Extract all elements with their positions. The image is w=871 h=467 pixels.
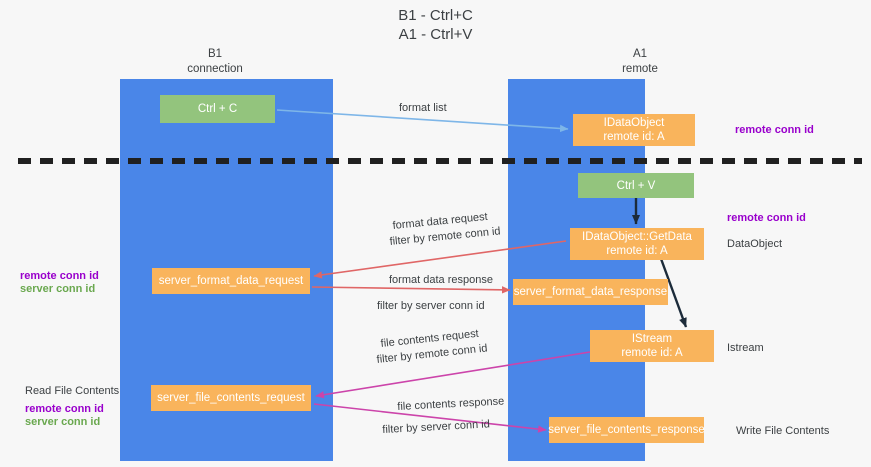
filter-by-key-2: server conn id <box>415 300 485 312</box>
node-ctrl-c-label: Ctrl + C <box>197 103 238 115</box>
node-idataobject-remote[interactable]: IDataObject remote id: A <box>573 114 695 146</box>
annotation-write-file-contents: Write File Contents <box>736 425 830 437</box>
node-server-format-data-request-label: server_format_data_request <box>158 275 304 287</box>
filter-by-prefix-3: filter by <box>376 349 416 366</box>
column-header-b1-sub: connection <box>187 63 243 75</box>
column-header-a1-sub: remote <box>622 63 658 75</box>
node-istream-line-2: remote id: A <box>621 347 683 359</box>
annotation-remote-conn-id-top: remote conn id <box>735 124 814 136</box>
filter-by-prefix-1: filter by <box>389 232 429 248</box>
page-title-line-1: B1 - Ctrl+C <box>398 7 473 24</box>
node-server-file-contents-response[interactable]: server_file_contents_response <box>548 417 705 443</box>
filter-by-key-4: server conn id <box>420 418 491 434</box>
node-ctrl-v[interactable]: Ctrl + V <box>578 173 694 198</box>
column-header-a1-name: A1 <box>632 48 648 60</box>
annotation-dataobject: DataObject <box>727 238 783 250</box>
annotation-istream: Istream <box>727 342 764 354</box>
edge-label-format-list: format list <box>399 102 447 114</box>
filter-by-prefix-4: filter by <box>382 421 422 436</box>
node-istream[interactable]: IStream remote id: A <box>590 330 714 362</box>
node-server-file-contents-request[interactable]: server_file_contents_request <box>151 385 311 411</box>
node-server-format-data-response-label: server_format_data_response <box>513 286 668 298</box>
annotation-server-conn-id-left-bottom: server conn id <box>25 416 101 428</box>
node-ctrl-c[interactable]: Ctrl + C <box>160 95 275 123</box>
node-getdata-line-1: IDataObject::GetData <box>582 231 692 243</box>
column-header-b1: B1 connection <box>145 47 285 77</box>
node-istream-line-1: IStream <box>631 333 673 345</box>
edge-label-filter-by-server-conn-id-4: filter by server conn id <box>382 417 490 437</box>
node-server-format-data-response[interactable]: server_format_data_response <box>513 279 668 305</box>
column-header-a1: A1 remote <box>570 47 710 77</box>
edge-label-file-contents-response: file contents response <box>397 395 505 413</box>
node-server-file-contents-request-label: server_file_contents_request <box>157 392 305 404</box>
page-title-line-2: A1 - Ctrl+V <box>398 26 473 43</box>
edge-label-filter-by-server-conn-id-2: filter by server conn id <box>377 299 485 313</box>
annotation-server-conn-id-left-mid: server conn id <box>20 283 96 295</box>
page-title: B1 - Ctrl+C A1 - Ctrl+V <box>0 6 871 44</box>
node-idataobject-getdata[interactable]: IDataObject::GetData remote id: A <box>570 228 704 260</box>
annotation-read-file-contents: Read File Contents <box>25 385 120 397</box>
node-ctrl-v-label: Ctrl + V <box>616 179 656 192</box>
annotation-remote-conn-id-left-bottom: remote conn id <box>25 403 104 415</box>
annotation-remote-conn-id-mid: remote conn id <box>727 212 806 224</box>
filter-by-prefix-2: filter by <box>377 300 416 312</box>
node-idataobject-line-1: IDataObject <box>603 117 665 129</box>
annotation-remote-conn-id-left-mid: remote conn id <box>20 270 99 282</box>
column-header-b1-name: B1 <box>207 48 223 60</box>
node-getdata-line-2: remote id: A <box>606 245 668 257</box>
node-server-format-data-request[interactable]: server_format_data_request <box>152 268 310 294</box>
node-server-file-contents-response-label: server_file_contents_response <box>548 424 705 436</box>
node-idataobject-line-2: remote id: A <box>603 131 665 143</box>
edge-label-format-data-response: format data response <box>389 274 493 286</box>
